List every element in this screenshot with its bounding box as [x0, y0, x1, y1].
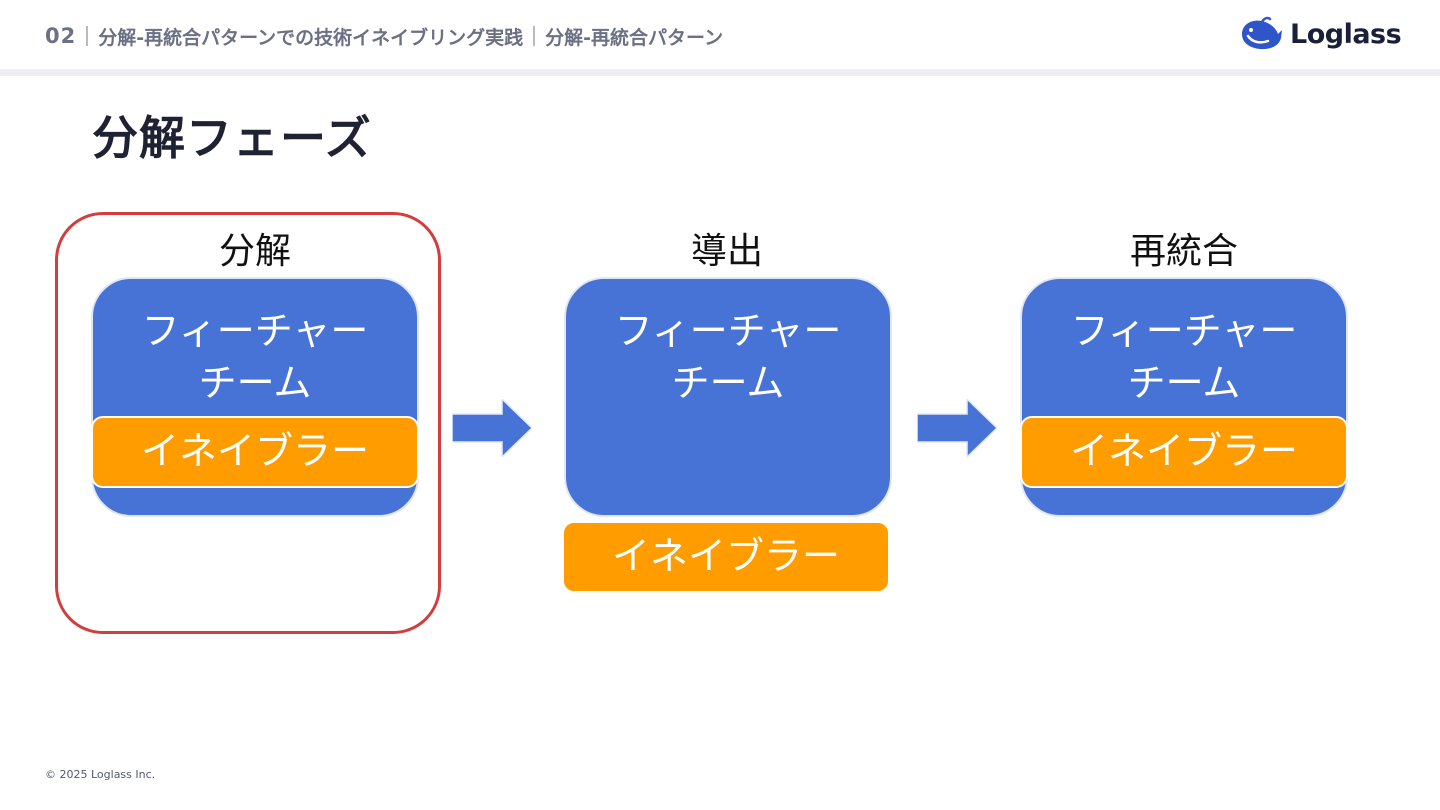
enabler-box: イネイブラー — [562, 521, 890, 593]
page-title: 分解フェーズ — [92, 111, 372, 165]
feature-team-label: フィーチャー チーム — [614, 309, 842, 405]
stage-label-derive: 導出 — [690, 231, 763, 272]
breadcrumb-item-page: 分解-再統合パターン — [545, 26, 724, 49]
stage-label-reintegrate: 再統合 — [1129, 231, 1238, 272]
logo: Loglass — [1238, 15, 1402, 53]
header-divider — [0, 69, 1440, 76]
right-arrow-icon — [452, 399, 532, 457]
logo-text: Loglass — [1290, 18, 1402, 50]
breadcrumb-separator — [86, 26, 89, 46]
breadcrumb-item-section: 分解-再統合パターンでの技術イネイブリング実践 — [98, 26, 524, 49]
copyright: © 2025 Loglass Inc. — [45, 768, 156, 781]
enabler-box: イネイブラー — [1020, 416, 1348, 488]
header-bar: 02 分解-再統合パターンでの技術イネイブリング実践 分解-再統合パターン Lo… — [0, 0, 1440, 70]
right-arrow-icon — [917, 399, 997, 457]
feature-team-label: フィーチャー チーム — [141, 309, 369, 405]
section-number: 02 — [45, 24, 77, 48]
stage-label-decompose: 分解 — [218, 231, 291, 272]
feature-team-box: フィーチャー チーム — [564, 277, 892, 517]
breadcrumb-separator — [533, 26, 536, 46]
breadcrumb: 02 分解-再統合パターンでの技術イネイブリング実践 分解-再統合パターン — [45, 22, 723, 50]
highlight-frame — [55, 212, 441, 634]
feature-team-label: フィーチャー チーム — [1070, 309, 1298, 405]
enabler-box: イネイブラー — [91, 416, 419, 488]
whale-logo-icon — [1242, 16, 1282, 50]
